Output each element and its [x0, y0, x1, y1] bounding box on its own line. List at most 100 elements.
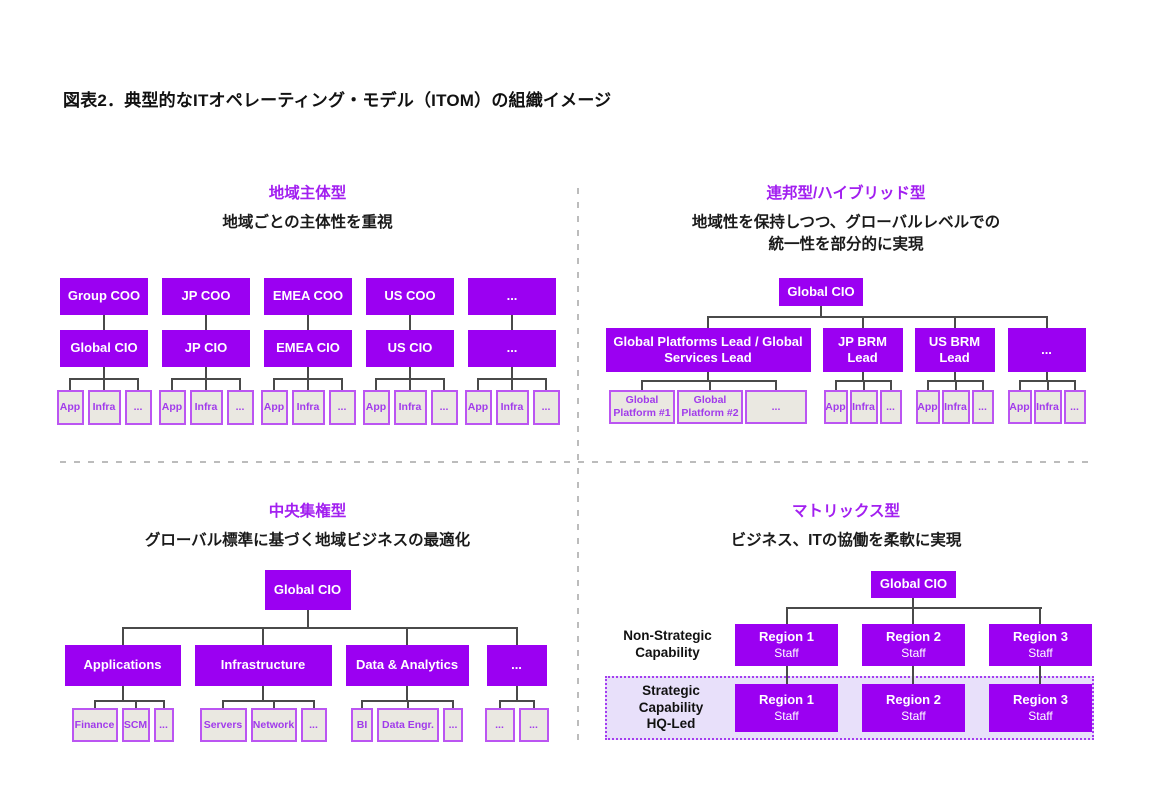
leaf-box: Infra [189, 390, 223, 425]
region-name: Region 1 [759, 628, 814, 644]
connector-line [1045, 372, 1048, 380]
leaf-box: App [362, 390, 390, 425]
connector-twig: Servers [198, 700, 249, 742]
connector-twig: Infra [289, 378, 327, 425]
org-branch: ... ... ... [475, 627, 558, 742]
region-staff: Staff [774, 646, 799, 661]
connector-line [785, 666, 788, 684]
org-box: EMEA COO [264, 278, 352, 315]
quadrant-subheading: 地域性を保持しつつ、グローバルレベルでの 統一性を部分的に実現 [691, 214, 1001, 253]
org-box: Data & Analytics [345, 645, 469, 686]
leaf-box: App [915, 390, 940, 424]
region-staff: Staff [901, 709, 926, 724]
quadrant-federated-hybrid: 連邦型/ハイブリッド型 地域性を保持しつつ、グローバルレベルでの 統一性を部分的… [600, 180, 1092, 424]
org-box-root: Global CIO [779, 278, 863, 306]
leaf-box: ... [124, 390, 152, 425]
quadrant-heading: 中央集権型 [268, 503, 347, 520]
leaf-box: ... [443, 708, 463, 742]
connector-line [409, 367, 411, 378]
org-branch: Global Platforms Lead / Global Services … [600, 316, 817, 424]
leaf-box: Infra [495, 390, 529, 425]
org-box: ... [468, 330, 556, 367]
connector-twig: Network [248, 700, 299, 742]
org-branch: JP BRM Lead App Infra ... [816, 316, 909, 424]
quadrant-subheading: 地域ごとの主体性を重視 [222, 214, 393, 231]
connector-fork: ... ... [483, 700, 551, 742]
org-column: Group COO Global CIO App Infra ... [56, 278, 152, 425]
org-branch: Applications Finance SCM ... [58, 627, 188, 742]
connector-twig: ... [878, 380, 903, 424]
org-box: EMEA CIO [264, 330, 352, 367]
connector-twig: ... [441, 700, 465, 742]
connector-twig: Infra [85, 378, 123, 425]
region-staff: Staff [1028, 646, 1053, 661]
connector-line [911, 598, 914, 607]
leaf-box: Data Engr. [377, 708, 439, 742]
connector-twig: Infra [187, 378, 225, 425]
connector-twig: ... [483, 700, 517, 742]
region-box: Region 3 Staff [989, 624, 1092, 666]
connector-fork [735, 598, 1092, 624]
connector-line [103, 315, 105, 330]
connector-line [511, 315, 513, 330]
connector-twig: App [157, 378, 188, 425]
leaf-box: ... [1063, 390, 1086, 424]
connector-fork: App Infra ... [56, 378, 152, 425]
leaf-box: App [823, 390, 848, 424]
connector-line [911, 666, 914, 684]
region-box: Region 3 Staff [989, 684, 1092, 732]
connector-line [1038, 607, 1041, 624]
leaf-box: Network [250, 708, 297, 742]
connector-fork: App Infra ... [362, 378, 458, 425]
connector-line [205, 367, 207, 378]
connector-twig: ... [298, 700, 329, 742]
leaf-box: Infra [849, 390, 878, 424]
connector-twig: App [259, 378, 290, 425]
connector-line [511, 367, 513, 378]
connector-line [707, 372, 709, 380]
leaf-box: ... [971, 390, 994, 424]
region-box: Region 2 Staff [862, 684, 965, 732]
leaf-box: ... [153, 708, 174, 742]
org-box: JP COO [162, 278, 250, 315]
quadrant-matrix: マトリックス型 ビジネス、ITの協働を柔軟に実現 Global CIO Non-… [600, 498, 1094, 740]
connector-twig: Global Platform #1 [608, 380, 676, 424]
connector-twig: ... [970, 380, 995, 424]
org-box: Applications [64, 645, 181, 686]
connector-line [861, 372, 864, 380]
org-box: US COO [366, 278, 454, 315]
org-column: ... ... App Infra ... [464, 278, 560, 425]
org-box: Global CIO [60, 330, 148, 367]
connector-twig: Infra [391, 378, 429, 425]
quadrant-region-led: 地域主体型 地域ごとの主体性を重視 Group COO Global CIO A… [56, 180, 560, 425]
leaf-box: Infra [87, 390, 121, 425]
region-box: Region 1 Staff [735, 624, 838, 666]
leaf-box: Infra [1033, 390, 1062, 424]
connector-fork: App Infra ... [823, 380, 903, 424]
connector-line [785, 607, 1042, 609]
leaf-box: BI [351, 708, 373, 742]
org-box: ... [486, 645, 547, 686]
connector-fork: Servers Network ... [198, 700, 329, 742]
org-column: JP COO JP CIO App Infra ... [158, 278, 254, 425]
connector-line [307, 367, 309, 378]
connector-fork: Global Platform #1 Global Platform #2 ..… [608, 380, 808, 424]
connector-fork: Applications Finance SCM ... Infrastruct… [58, 627, 558, 742]
connector-twig: App [915, 380, 941, 424]
leaf-box: App [260, 390, 288, 425]
leaf-box: App [1007, 390, 1032, 424]
connector-twig: ... [224, 378, 256, 425]
connector-twig: ... [530, 378, 562, 425]
connector-fork: App Infra ... [915, 380, 995, 424]
connector-twig: App [463, 378, 494, 425]
connector-fork: BI Data Engr. ... [349, 700, 465, 742]
connector-links [735, 666, 1092, 684]
org-tree: Global CIO Global Platforms Lead / Globa… [600, 278, 1092, 424]
connector-twig: ... [1062, 380, 1087, 424]
quadrant-subheading: グローバル標準に基づく地域ビジネスの最適化 [144, 532, 471, 549]
connector-fork: Finance SCM ... [70, 700, 176, 742]
region-staff: Staff [1028, 709, 1053, 724]
connector-twig: Infra [940, 380, 971, 424]
org-branch: ... App Infra ... [1000, 316, 1093, 424]
connector-line [820, 306, 822, 316]
